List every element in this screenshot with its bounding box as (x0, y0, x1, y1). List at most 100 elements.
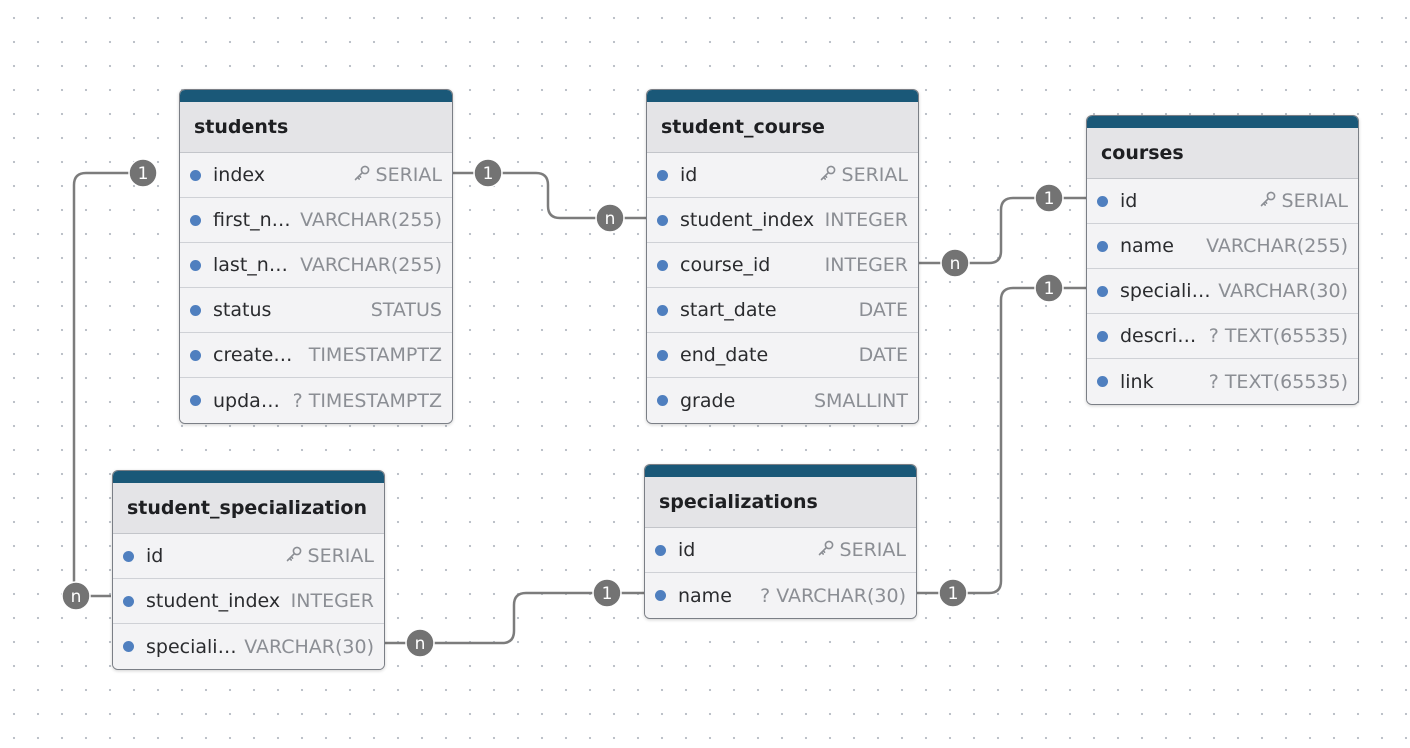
column-type-label: VARCHAR(255) (1206, 235, 1348, 257)
column-type: SERIAL (1253, 190, 1348, 213)
column-type-label: SERIAL (841, 164, 908, 186)
column-row[interactable]: start_date DATE (647, 288, 918, 333)
column-dot-icon (657, 395, 668, 406)
column-row[interactable]: description? TEXT(65535) (1087, 314, 1358, 359)
column-name: status (213, 299, 272, 321)
column-row[interactable]: update...? TIMESTAMPTZ (180, 378, 452, 423)
column-row[interactable]: specializa...VARCHAR(30) (113, 624, 384, 669)
table-name: specializations (659, 491, 818, 513)
column-name: student_index (680, 209, 815, 231)
column-type: ? TIMESTAMPTZ (287, 390, 442, 412)
column-type: ? TEXT(65535) (1203, 371, 1348, 393)
column-row[interactable]: last_name VARCHAR(255) (180, 243, 452, 288)
key-icon (285, 545, 303, 568)
table-header[interactable]: student_course (647, 102, 918, 153)
key-icon (819, 164, 837, 187)
column-list: id SERIAL student_index INTEGER specializa..… (113, 534, 384, 669)
column-name: start_date (680, 299, 777, 321)
column-name: student_index (146, 590, 281, 612)
column-type-label: VARCHAR(30) (1218, 280, 1348, 302)
table-header-bar (1087, 116, 1358, 128)
column-dot-icon (655, 544, 666, 556)
column-row[interactable]: name? VARCHAR(30) (645, 573, 916, 618)
column-dot-icon (657, 169, 668, 181)
table-name: courses (1101, 142, 1184, 164)
column-row[interactable]: course_id INTEGER (647, 243, 918, 288)
column-row[interactable]: id SERIAL (1087, 179, 1358, 224)
column-type-label: SERIAL (1281, 190, 1348, 212)
cardinality-label: 1 (602, 584, 613, 604)
relationship-line[interactable] (917, 286, 1086, 595)
cardinality-label: n (950, 254, 961, 274)
cardinality-badge: 1 (1034, 183, 1064, 213)
relationship-line[interactable] (385, 591, 644, 645)
table-header[interactable]: student_specialization (113, 483, 384, 534)
column-dot-icon (190, 395, 201, 406)
column-type-label: VARCHAR(30) (244, 635, 374, 658)
column-type-label: ? VARCHAR(30) (760, 584, 906, 607)
table-header-bar (180, 90, 452, 102)
table-header[interactable]: specializations (645, 477, 916, 528)
column-row[interactable]: specializa...VARCHAR(30) (1087, 269, 1358, 314)
column-type-label: ? TIMESTAMPTZ (292, 389, 442, 412)
table-header-bar (647, 90, 918, 102)
column-name: id (1120, 190, 1138, 212)
relationship-line[interactable] (919, 196, 1086, 265)
table-student-specialization[interactable]: student_specialization id SERIAL student_i… (112, 470, 385, 670)
column-type-label: INTEGER (290, 590, 374, 612)
column-row[interactable]: created_atTIMESTAMPTZ (180, 333, 452, 378)
key-icon (353, 164, 371, 187)
column-name: last_name (213, 254, 294, 276)
cardinality-label: 1 (948, 584, 959, 604)
column-name: end_date (680, 344, 769, 366)
table-header[interactable]: courses (1087, 128, 1358, 179)
column-name: id (146, 545, 164, 567)
column-type-label: SERIAL (307, 545, 374, 567)
table-name: student_specialization (127, 497, 367, 519)
column-type-label: VARCHAR(255) (300, 254, 442, 276)
column-dot-icon (1097, 285, 1108, 297)
column-dot-icon (1097, 376, 1108, 387)
column-type-label: ? TEXT(65535) (1208, 325, 1348, 347)
column-name: id (678, 539, 696, 561)
cardinality-badge-circle (1034, 273, 1064, 303)
column-dot-icon (190, 214, 201, 226)
table-header[interactable]: students (180, 102, 452, 153)
column-type-label: SERIAL (375, 164, 442, 186)
column-dot-icon (123, 641, 134, 652)
cardinality-badge-circle (128, 158, 158, 188)
column-type-label: DATE (858, 344, 908, 366)
column-type: DATE (853, 299, 908, 321)
cardinality-badge-circle (1034, 183, 1064, 213)
column-type: VARCHAR(255) (294, 209, 442, 231)
column-name: link (1120, 370, 1154, 393)
column-row[interactable]: id SERIAL (113, 534, 384, 579)
relationship-line[interactable] (453, 171, 646, 220)
table-header-bar (645, 465, 916, 477)
table-students[interactable]: students indexSERIALfirst_nameVARCHAR(25… (179, 89, 453, 424)
column-row[interactable]: end_date DATE (647, 333, 918, 378)
column-type: SERIAL (813, 164, 908, 187)
column-name: course_id (680, 254, 771, 276)
column-dot-icon (657, 259, 668, 271)
table-name: students (194, 116, 289, 138)
cardinality-badge-circle (595, 203, 625, 233)
column-row[interactable]: link ? TEXT(65535) (1087, 359, 1358, 404)
key-icon (817, 539, 835, 562)
cardinality-badge-circle (405, 628, 435, 658)
column-type: INTEGER (819, 254, 908, 276)
column-name: specializa... (1120, 280, 1213, 302)
column-row[interactable]: student_index INTEGER (113, 579, 384, 624)
column-type: VARCHAR(30) (238, 636, 374, 658)
